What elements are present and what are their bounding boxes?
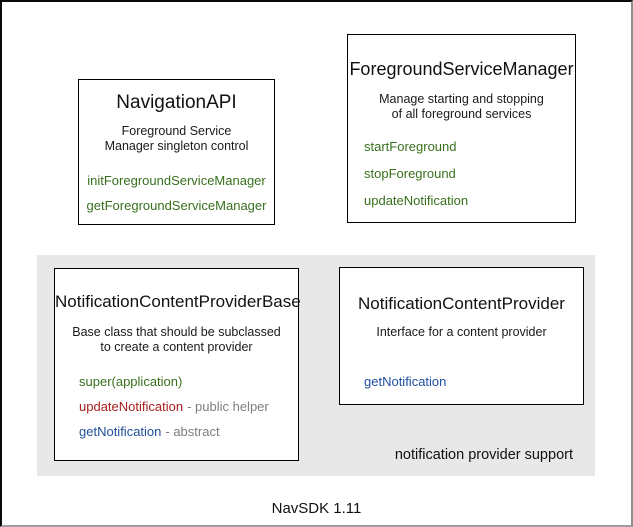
method-list: initForegroundServiceManager getForegrou…: [79, 173, 274, 213]
description-line: Foreground Service: [121, 124, 232, 138]
method-name: updateNotification: [364, 193, 469, 208]
method-name: stopForeground: [364, 166, 456, 181]
method-name: getNotification: [79, 424, 162, 439]
description-line: of all foreground services: [391, 106, 532, 121]
method-startForeground: startForeground: [364, 139, 575, 154]
method-annotation: - abstract: [165, 424, 220, 439]
description-line: Manager singleton control: [104, 138, 249, 153]
method-getNotification: getNotification- abstract: [79, 424, 298, 439]
class-description: Base class that should be subclassed to …: [55, 325, 298, 354]
diagram-footer-title: NavSDK 1.11: [271, 500, 362, 517]
method-list: super(application) updateNotification- p…: [55, 374, 298, 439]
method-name: getForegroundServiceManager: [86, 198, 267, 213]
method-list: getNotification: [340, 374, 583, 389]
method-updateNotification: updateNotification- public helper: [79, 399, 298, 414]
method-stopForeground: stopForeground: [364, 166, 575, 181]
class-title-notification-content-provider-base: NotificationContentProviderBase: [55, 292, 301, 311]
class-title-navigation-api: NavigationAPI: [116, 92, 237, 113]
class-title-foreground-service-manager: ForegroundServiceManager: [349, 59, 574, 79]
method-list: startForeground stopForeground updateNot…: [348, 139, 575, 208]
method-annotation: - public helper: [187, 399, 269, 414]
class-box-navigation-api: NavigationAPI Foreground Service Manager…: [78, 79, 275, 225]
class-box-notification-content-provider: NotificationContentProvider Interface fo…: [339, 267, 584, 405]
method-super-application: super(application): [79, 374, 298, 389]
method-getNotification: getNotification: [364, 374, 583, 389]
class-title-notification-content-provider: NotificationContentProvider: [358, 294, 565, 313]
class-description: Interface for a content provider: [340, 325, 583, 340]
method-getForegroundServiceManager: getForegroundServiceManager: [79, 198, 274, 213]
class-box-foreground-service-manager: ForegroundServiceManager Manage starting…: [347, 34, 576, 223]
description-line: Interface for a content provider: [376, 325, 547, 339]
method-name: initForegroundServiceManager: [87, 173, 266, 188]
class-box-notification-content-provider-base: NotificationContentProviderBase Base cla…: [54, 268, 301, 461]
method-name: super(application): [79, 374, 183, 389]
method-name: startForeground: [364, 139, 457, 154]
method-name: updateNotification: [79, 399, 184, 414]
method-name: getNotification: [364, 373, 447, 389]
class-description: Foreground Service Manager singleton con…: [79, 124, 274, 153]
description-line: to create a content provider: [100, 339, 253, 354]
description-line: Base class that should be subclassed: [72, 325, 281, 339]
method-initForegroundServiceManager: initForegroundServiceManager: [79, 173, 274, 188]
group-label: notification provider support: [394, 447, 573, 463]
class-description: Manage starting and stopping of all fore…: [348, 92, 575, 121]
method-updateNotification: updateNotification: [364, 193, 575, 208]
description-line: Manage starting and stopping: [379, 92, 544, 106]
